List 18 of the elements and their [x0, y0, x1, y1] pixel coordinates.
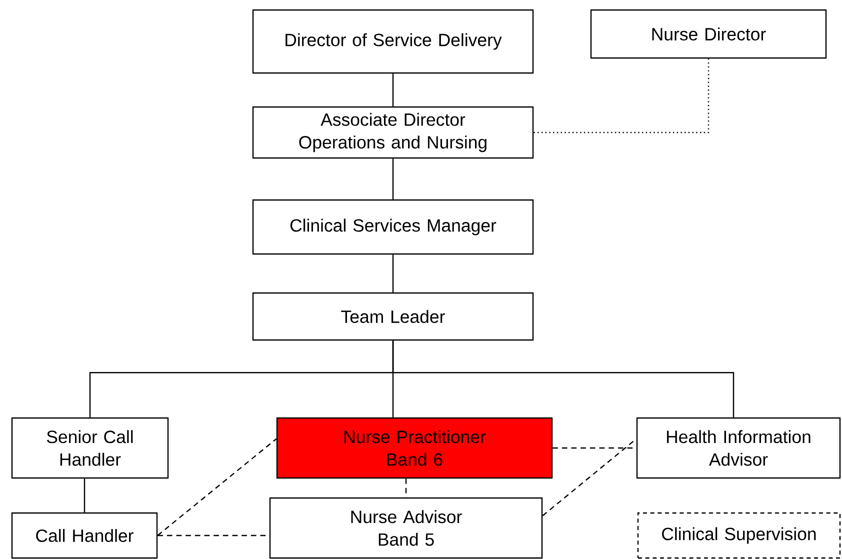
- role-box: Clinical Supervision: [637, 512, 841, 559]
- connector-line: [534, 58, 710, 134]
- connector-line: [392, 340, 734, 418]
- connector-line: [392, 158, 394, 200]
- connector-line: [392, 74, 394, 106]
- connector-line: [157, 438, 277, 536]
- role-box: Nurse Director: [590, 9, 827, 59]
- role-box: Health Information Advisor: [636, 417, 841, 479]
- role-box: Director of Service Delivery: [252, 9, 534, 74]
- connector-line: [392, 254, 394, 292]
- role-box: Clinical Services Manager: [252, 199, 534, 255]
- role-box: Call Handler: [11, 512, 158, 559]
- role-box: Senior Call Handler: [11, 417, 169, 479]
- connector-line: [84, 478, 86, 512]
- role-box: Associate Director Operations and Nursing: [252, 106, 534, 159]
- role-box: Nurse Advisor Band 5: [269, 497, 543, 559]
- role-box: Team Leader: [252, 292, 534, 341]
- role-box: Nurse Practitioner Band 6: [276, 417, 553, 479]
